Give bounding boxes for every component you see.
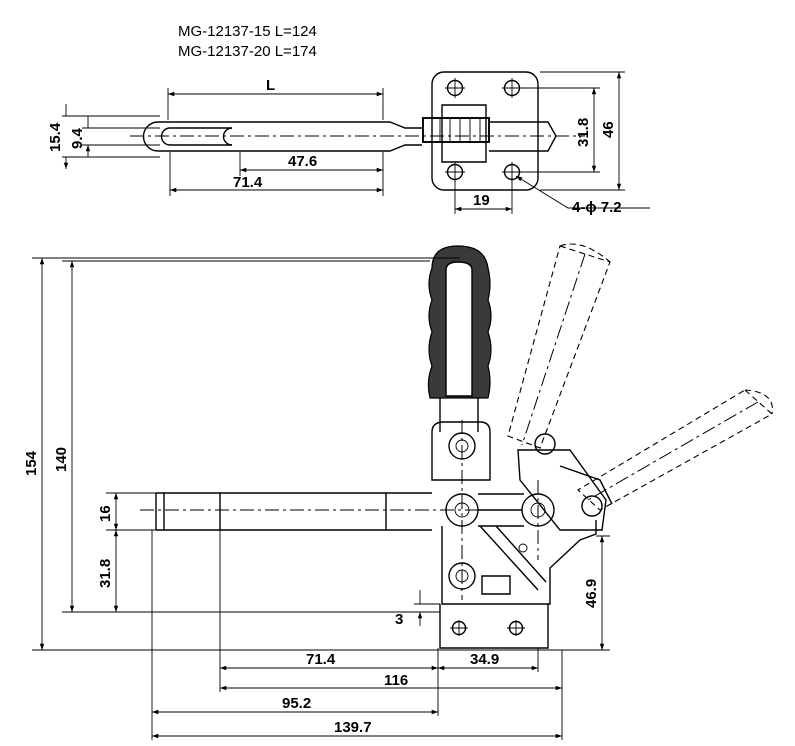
spindle-slot bbox=[170, 127, 232, 146]
linkage-arm bbox=[517, 449, 607, 531]
dim-140: 140 bbox=[53, 447, 70, 472]
hole-callout: 4-ϕ 7.2 bbox=[572, 199, 622, 216]
side-view: 154 140 16 31.8 3 46.9 71.4 34.9 116 95.… bbox=[23, 243, 774, 740]
top-base-plate bbox=[431, 71, 539, 191]
dim-139-7: 139.7 bbox=[334, 719, 372, 736]
handle-stem bbox=[439, 398, 479, 432]
dim-34-9: 34.9 bbox=[470, 651, 499, 668]
side-spindle bbox=[155, 492, 432, 531]
dim-116: 116 bbox=[384, 672, 408, 689]
dim-31-8-side: 31.8 bbox=[97, 559, 114, 588]
model-header: MG-12137-15 L=124 MG-12137-20 L=174 bbox=[178, 23, 317, 60]
top-hinge-body bbox=[441, 104, 487, 163]
dim-16: 16 bbox=[97, 505, 114, 522]
base-body bbox=[441, 520, 597, 605]
dim-31-8-top: 31.8 bbox=[575, 118, 592, 147]
upper-pivot-block bbox=[431, 421, 491, 481]
spindle-bar-outline bbox=[158, 121, 422, 152]
side-base-plate bbox=[439, 604, 549, 649]
model-line-1: MG-12137-15 L=124 bbox=[178, 23, 317, 40]
top-clamp-block bbox=[422, 117, 490, 143]
dim-71-4-side: 71.4 bbox=[306, 651, 336, 668]
dim-71-4-top: 71.4 bbox=[233, 174, 263, 191]
dim-47-6: 47.6 bbox=[288, 153, 317, 170]
model-line-2: MG-12137-20 L=174 bbox=[178, 43, 317, 60]
dim-3: 3 bbox=[395, 611, 403, 628]
top-lever-arm bbox=[489, 121, 557, 152]
dim-95-2: 95.2 bbox=[282, 695, 311, 712]
dim-19: 19 bbox=[473, 192, 490, 209]
dim-46-9: 46.9 bbox=[583, 579, 600, 608]
pivot-open bbox=[534, 433, 556, 455]
handle-open-1 bbox=[507, 245, 611, 449]
top-view: L 47.6 71.4 15.4 9.4 31.8 46 19 4-ϕ 7.2 bbox=[47, 71, 650, 216]
dim-9-4: 9.4 bbox=[69, 127, 86, 149]
handle-core bbox=[445, 261, 473, 397]
handle-open-2 bbox=[577, 389, 773, 511]
dim-154: 154 bbox=[23, 450, 40, 476]
dim-L: L bbox=[266, 77, 275, 94]
dim-15-4: 15.4 bbox=[47, 122, 64, 152]
dim-46: 46 bbox=[600, 121, 617, 138]
